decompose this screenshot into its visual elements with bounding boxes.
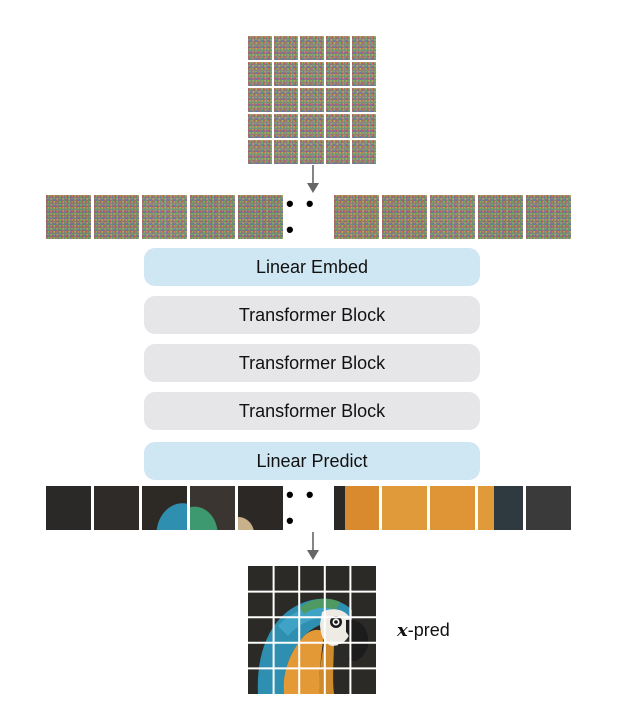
noise-tile bbox=[326, 62, 350, 86]
noise-tile bbox=[300, 36, 324, 60]
predicted-patch bbox=[382, 486, 427, 530]
noisy-patch bbox=[382, 195, 427, 239]
predicted-patch bbox=[238, 486, 283, 530]
predicted-patch bbox=[526, 486, 571, 530]
ellipsis: • • • bbox=[286, 482, 317, 533]
noise-tile bbox=[326, 88, 350, 112]
noise-tile bbox=[248, 62, 272, 86]
predicted-patch bbox=[334, 486, 379, 530]
predicted-patch bbox=[190, 486, 235, 530]
predicted-patch bbox=[94, 486, 139, 530]
noisy-patch bbox=[334, 195, 379, 239]
predicted-patch bbox=[46, 486, 91, 530]
noise-tile bbox=[248, 140, 272, 164]
noisy-patch-sequence: • • • bbox=[46, 191, 576, 242]
noise-tile bbox=[352, 62, 376, 86]
noise-tile bbox=[326, 36, 350, 60]
noise-tile bbox=[352, 36, 376, 60]
noise-tile bbox=[300, 140, 324, 164]
noisy-patch bbox=[142, 195, 187, 239]
noise-tile bbox=[248, 88, 272, 112]
transformer-block-2: Transformer Block bbox=[144, 344, 480, 382]
noisy-patch bbox=[526, 195, 571, 239]
noisy-input-image bbox=[248, 36, 376, 164]
x-pred-variable: x bbox=[397, 620, 408, 641]
noise-tile bbox=[352, 140, 376, 164]
noisy-patch bbox=[190, 195, 235, 239]
noise-tile bbox=[300, 114, 324, 138]
noise-tile bbox=[326, 114, 350, 138]
noisy-patch bbox=[430, 195, 475, 239]
predicted-patch bbox=[430, 486, 475, 530]
noise-tile bbox=[352, 88, 376, 112]
parrot-output-image bbox=[248, 566, 376, 694]
noise-tile bbox=[248, 114, 272, 138]
noise-tile bbox=[248, 36, 272, 60]
x-pred-suffix: -pred bbox=[407, 620, 450, 640]
noise-tile bbox=[274, 62, 298, 86]
noise-tile bbox=[326, 140, 350, 164]
x-pred-label: x-pred bbox=[397, 620, 450, 641]
noise-tile bbox=[352, 114, 376, 138]
predicted-patch-sequence: • • • bbox=[46, 482, 576, 533]
noise-tile bbox=[274, 36, 298, 60]
down-arrow-icon bbox=[307, 532, 319, 560]
linear-embed-block: Linear Embed bbox=[144, 248, 480, 286]
predicted-patch bbox=[478, 486, 523, 530]
down-arrow-icon bbox=[307, 165, 319, 193]
noise-tile bbox=[300, 62, 324, 86]
transformer-block-1: Transformer Block bbox=[144, 296, 480, 334]
transformer-block-3: Transformer Block bbox=[144, 392, 480, 430]
noise-tile bbox=[274, 114, 298, 138]
linear-predict-block: Linear Predict bbox=[144, 442, 480, 480]
noisy-patch bbox=[94, 195, 139, 239]
ellipsis: • • • bbox=[286, 191, 317, 242]
noisy-patch bbox=[238, 195, 283, 239]
noise-tile bbox=[300, 88, 324, 112]
noise-tile bbox=[274, 88, 298, 112]
noisy-patch bbox=[46, 195, 91, 239]
noisy-patch bbox=[478, 195, 523, 239]
predicted-patch bbox=[142, 486, 187, 530]
noise-tile bbox=[274, 140, 298, 164]
